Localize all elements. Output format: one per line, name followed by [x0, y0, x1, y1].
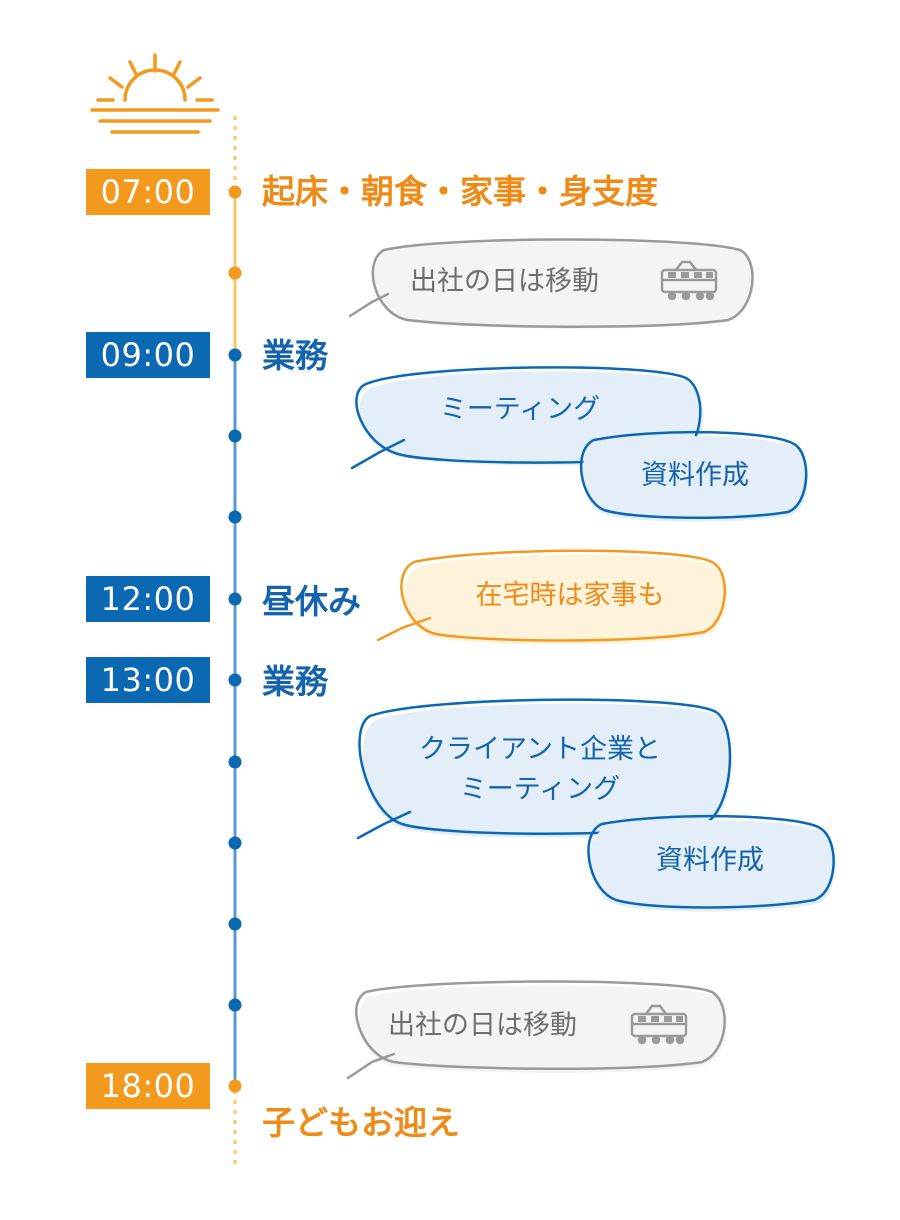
- time-badge-1300: 13:00: [86, 657, 210, 703]
- timeline-dot: [228, 836, 242, 850]
- timeline-dot: [228, 755, 242, 769]
- note-docs-morning: 資料作成: [641, 460, 749, 491]
- note-meeting: ミーティング: [439, 394, 601, 425]
- timeline-dot-1800: [228, 1079, 242, 1093]
- timeline-dot-1300: [228, 673, 242, 687]
- speech-bubble-docs-morning: [579, 430, 809, 522]
- event-label-work-afternoon: 業務: [262, 662, 328, 701]
- note-docs-afternoon: 資料作成: [656, 845, 764, 876]
- train-icon: [660, 260, 718, 301]
- sunrise-icon: [90, 53, 220, 134]
- note-client-meeting-line1: クライアント企業と: [419, 734, 661, 765]
- event-label-wake-up: 起床・朝食・家事・身支度: [262, 172, 658, 211]
- speech-bubble-docs-afternoon: [587, 814, 836, 912]
- timeline-dots: [228, 185, 242, 1093]
- note-lunch-housework: 在宅時は家事も: [475, 580, 665, 611]
- timeline-dot: [228, 510, 242, 524]
- timeline-dot-0700: [228, 185, 242, 199]
- note-client-meeting-line2: ミーティング: [459, 774, 621, 805]
- timeline-dot: [228, 266, 242, 280]
- speech-bubble-commute-evening: [346, 980, 727, 1080]
- event-label-pickup-children: 子どもお迎え: [262, 1103, 460, 1142]
- note-commute-morning: 出社の日は移動: [410, 266, 599, 297]
- note-commute-evening: 出社の日は移動: [388, 1010, 577, 1041]
- timeline-dot: [228, 429, 242, 443]
- event-label-work-morning: 業務: [262, 336, 328, 375]
- timeline-dot-0900: [228, 348, 242, 362]
- train-icon: [630, 1004, 688, 1045]
- time-badge-0900: 09:00: [86, 332, 210, 378]
- time-badge-0700: 07:00: [86, 169, 210, 215]
- time-badge-1200: 12:00: [86, 576, 210, 622]
- timeline-dot: [228, 917, 242, 931]
- speech-bubble-lunch: [376, 549, 727, 645]
- event-label-lunch-break: 昼休み: [262, 582, 361, 621]
- timeline-dot-1200: [228, 592, 242, 606]
- speech-bubble-commute-morning: [348, 238, 755, 329]
- timeline-dot: [228, 998, 242, 1012]
- time-badge-1800: 18:00: [86, 1063, 210, 1109]
